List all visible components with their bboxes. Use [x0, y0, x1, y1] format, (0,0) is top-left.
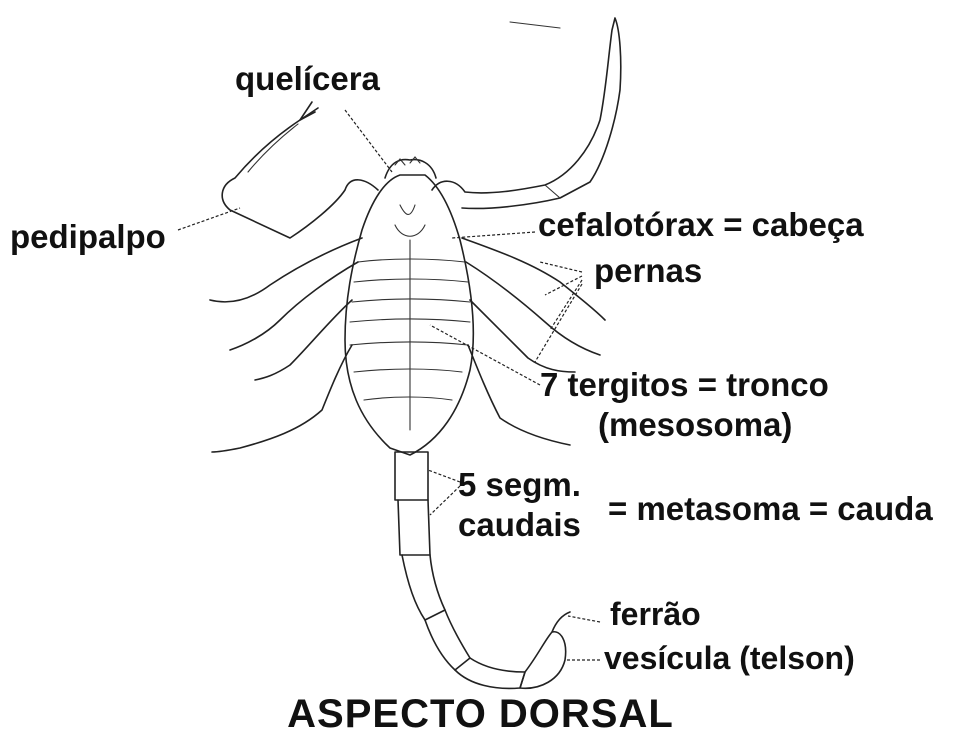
stray-mark	[510, 22, 560, 28]
diagram-title: ASPECTO DORSAL	[0, 692, 961, 736]
tergite-lines	[350, 240, 470, 430]
label-quelicera: quelícera	[235, 60, 380, 98]
label-pedipalpo: pedipalpo	[10, 218, 166, 256]
label-pernas: pernas	[594, 252, 702, 290]
label-cefalotorax: cefalotórax = cabeça	[538, 206, 864, 244]
stinger	[552, 612, 570, 632]
left-legs	[210, 238, 362, 452]
body-outline	[345, 175, 473, 455]
right-legs	[462, 238, 605, 445]
chelicerae	[395, 157, 420, 165]
label-mesosoma: (mesosoma)	[598, 406, 792, 444]
label-vesicula: vesícula (telson)	[604, 640, 855, 677]
label-segm-line2: caudais	[458, 506, 581, 544]
label-segm-line1: 5 segm.	[458, 466, 581, 504]
telson	[520, 632, 566, 689]
pointer-lines	[178, 110, 600, 660]
left-pedipalp	[222, 112, 378, 238]
carapace-marks	[395, 205, 425, 236]
label-ferrao: ferrão	[610, 596, 701, 633]
label-tergitos: 7 tergitos = tronco	[540, 366, 829, 404]
label-metasoma: = metasoma = cauda	[608, 490, 933, 528]
right-pedipalp	[432, 18, 621, 208]
